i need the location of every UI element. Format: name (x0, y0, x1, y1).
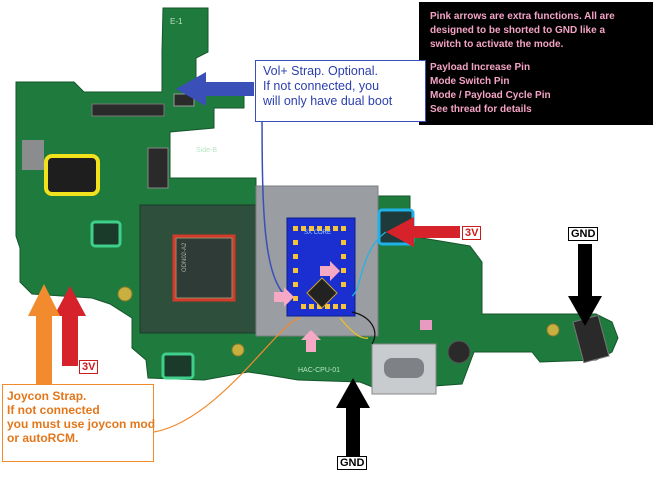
screw-hole-right (546, 323, 560, 337)
red-arrow-right (386, 217, 460, 247)
silk-model: HAC-CPU-01 (298, 367, 340, 374)
vol-line: If not connected, you (263, 79, 380, 93)
flex-connector (91, 103, 165, 117)
info-box: Pink arrows are extra functions. All are… (419, 2, 653, 125)
green-highlight-bottom (161, 352, 195, 380)
blue-arrow (176, 72, 254, 106)
black-arrow-gnd-right (568, 244, 602, 326)
info-line: Mode / Payload Cycle Pin (430, 90, 551, 101)
tag-gnd-bottom: GND (337, 456, 368, 470)
chip-pads (293, 226, 346, 309)
yellow-wire (339, 317, 369, 339)
info-line: Pink arrows are extra functions. All are (430, 11, 615, 22)
pink-arrow-plate (274, 287, 294, 307)
tag-3v-left: 3V (79, 360, 99, 374)
silk-e1: E-1 (170, 17, 183, 26)
chip-ic (306, 277, 338, 309)
joycon-line: Joycon Strap. (7, 389, 87, 403)
green-highlight-top (90, 220, 122, 248)
vol-line: will only have dual boot (263, 94, 393, 108)
connector-vertical (147, 147, 169, 189)
joycon-line: or autoRCM. (7, 431, 79, 445)
silk-side: Side-B (196, 147, 217, 154)
info-line: designed to be shorted to GND like a (430, 25, 606, 36)
soc-die (175, 237, 233, 299)
pink-pad (420, 320, 432, 330)
black-arrow-gnd-bottom (336, 378, 370, 456)
pink-arrow-chip-up (301, 330, 321, 352)
vol-strap-callout: Vol+ Strap. Optional. If not connected, … (255, 60, 426, 122)
info-line: Payload Increase Pin (430, 62, 531, 73)
vol-wire (261, 91, 291, 301)
chip-block-left (22, 140, 44, 170)
joycon-wire (153, 317, 301, 433)
pink-arrow-chip-mid (320, 261, 340, 281)
vol-line: Vol+ Strap. Optional. (263, 64, 379, 78)
soc-marking: ODN02-A2 (182, 242, 188, 272)
gnd-wire (351, 311, 376, 345)
info-line: switch to activate the mode. (430, 39, 564, 50)
joycon-strap-callout: Joycon Strap. If not connected you must … (2, 384, 156, 462)
soc-red-highlight (172, 234, 236, 302)
orange-arrow (28, 284, 60, 384)
joycon-line: you must use joycon mod (7, 417, 156, 431)
joycon-line: If not connected (7, 403, 100, 417)
cyan-wire (351, 231, 387, 297)
inductor (447, 340, 471, 364)
yellow-highlight (44, 154, 100, 196)
red-arrow-left (54, 286, 86, 366)
tag-gnd-right: GND (568, 227, 599, 241)
info-line: See thread for details (430, 104, 532, 115)
chip-marking: SX CORE (304, 230, 331, 236)
info-line: Mode Switch Pin (430, 76, 510, 87)
usb-c-opening (384, 358, 424, 378)
screw-hole-left (117, 286, 133, 302)
screw-hole-bottom (231, 343, 245, 357)
flex-connector-2 (173, 93, 195, 107)
tag-3v-right: 3V (462, 226, 482, 240)
